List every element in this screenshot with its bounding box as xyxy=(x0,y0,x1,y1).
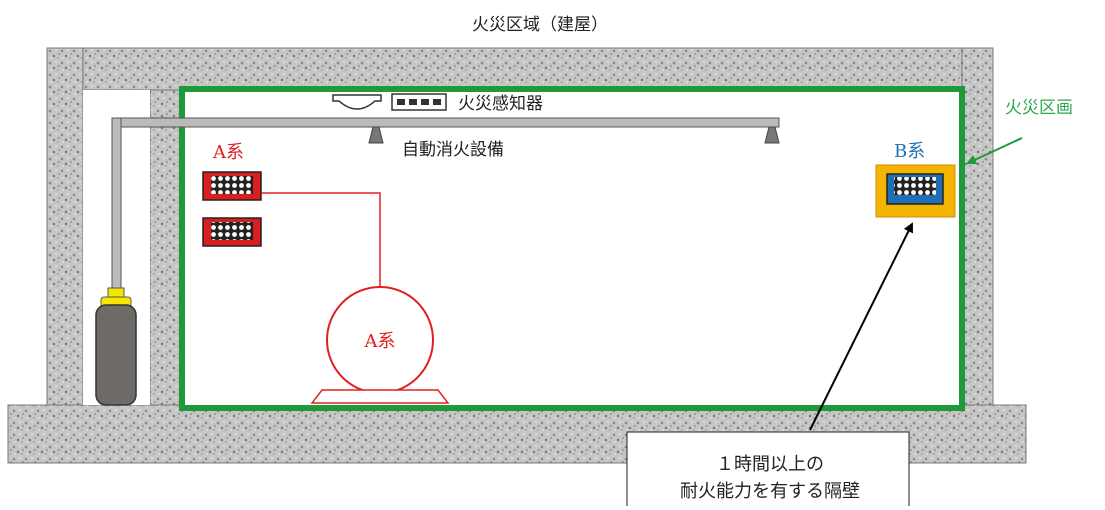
train-a-pump-label: A系 xyxy=(364,331,396,352)
room-interior xyxy=(182,90,962,408)
left-outer-wall xyxy=(46,47,84,409)
smoke-detector-icon xyxy=(332,94,382,110)
detector-label: 火災感知器 xyxy=(458,94,543,114)
train-a: A系 A系 xyxy=(202,142,450,404)
train-a-cable xyxy=(261,192,381,290)
fire-wall-note-line1: １時間以上の xyxy=(716,454,824,475)
fire-wall-arrow xyxy=(809,222,913,431)
train-b-panel-label: B系 xyxy=(894,141,925,162)
train-a-pump-base xyxy=(310,389,450,404)
nozzle-icon xyxy=(764,126,780,144)
extinguishing-label: 自動消火設備 xyxy=(402,140,504,160)
vertical-supply-pipe xyxy=(111,117,122,294)
train-b: B系 xyxy=(875,141,956,218)
fire-wall-note-line2: 耐火能力を有する隔壁 xyxy=(680,481,860,502)
gas-cylinder-icon xyxy=(95,304,137,406)
right-wall xyxy=(961,47,994,409)
building-title: 火災区域（建屋） xyxy=(472,15,608,35)
fire-detectors: 火災感知器 xyxy=(332,93,543,114)
fire-zone-arrow xyxy=(966,137,1023,165)
fire-zone-boundary xyxy=(179,86,965,411)
nozzle-icon xyxy=(368,126,384,144)
train-a-panel-label: A系 xyxy=(212,142,244,163)
heat-detector-icon xyxy=(391,93,447,111)
left-inner-wall xyxy=(149,89,183,409)
fire-zone-label: 火災区画 xyxy=(1005,98,1073,118)
roof-slab xyxy=(46,47,994,91)
fire-wall-note-box xyxy=(626,431,910,510)
extinguishing-system: 自動消火設備 xyxy=(95,117,780,406)
sprinkler-main-pipe xyxy=(111,117,780,128)
